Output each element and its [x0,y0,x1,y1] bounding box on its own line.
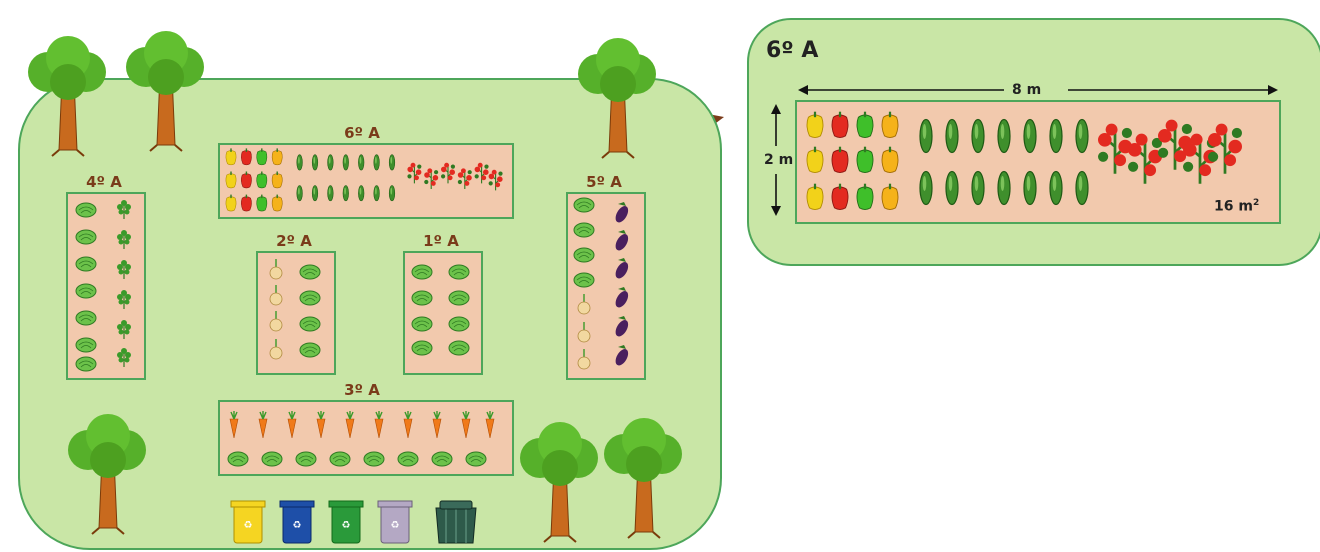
bed-label-4a: 4º A [86,173,122,191]
bed-label-3a: 3º A [344,381,380,399]
bed-2a [256,251,336,375]
area-value: 16 m [1214,198,1253,215]
bed-3a [218,400,514,476]
bed-label-1a: 1º A [423,232,459,250]
bed-label-2a: 2º A [276,232,312,250]
height-dimension-label: 2 m [764,152,794,168]
bed-5a [566,192,646,380]
area-label: 16 m2 [1214,198,1259,215]
bed-4a [66,192,146,380]
bed-label-6a: 6º A [344,124,380,142]
area-exponent: 2 [1252,198,1260,208]
bed-1a [403,251,483,375]
bed-6a [218,143,514,219]
zoom-bed-6a [795,100,1281,224]
zoom-title: 6º A [766,38,819,63]
width-dimension-label: 8 m [1012,82,1042,98]
bed-label-5a: 5º A [586,173,622,191]
